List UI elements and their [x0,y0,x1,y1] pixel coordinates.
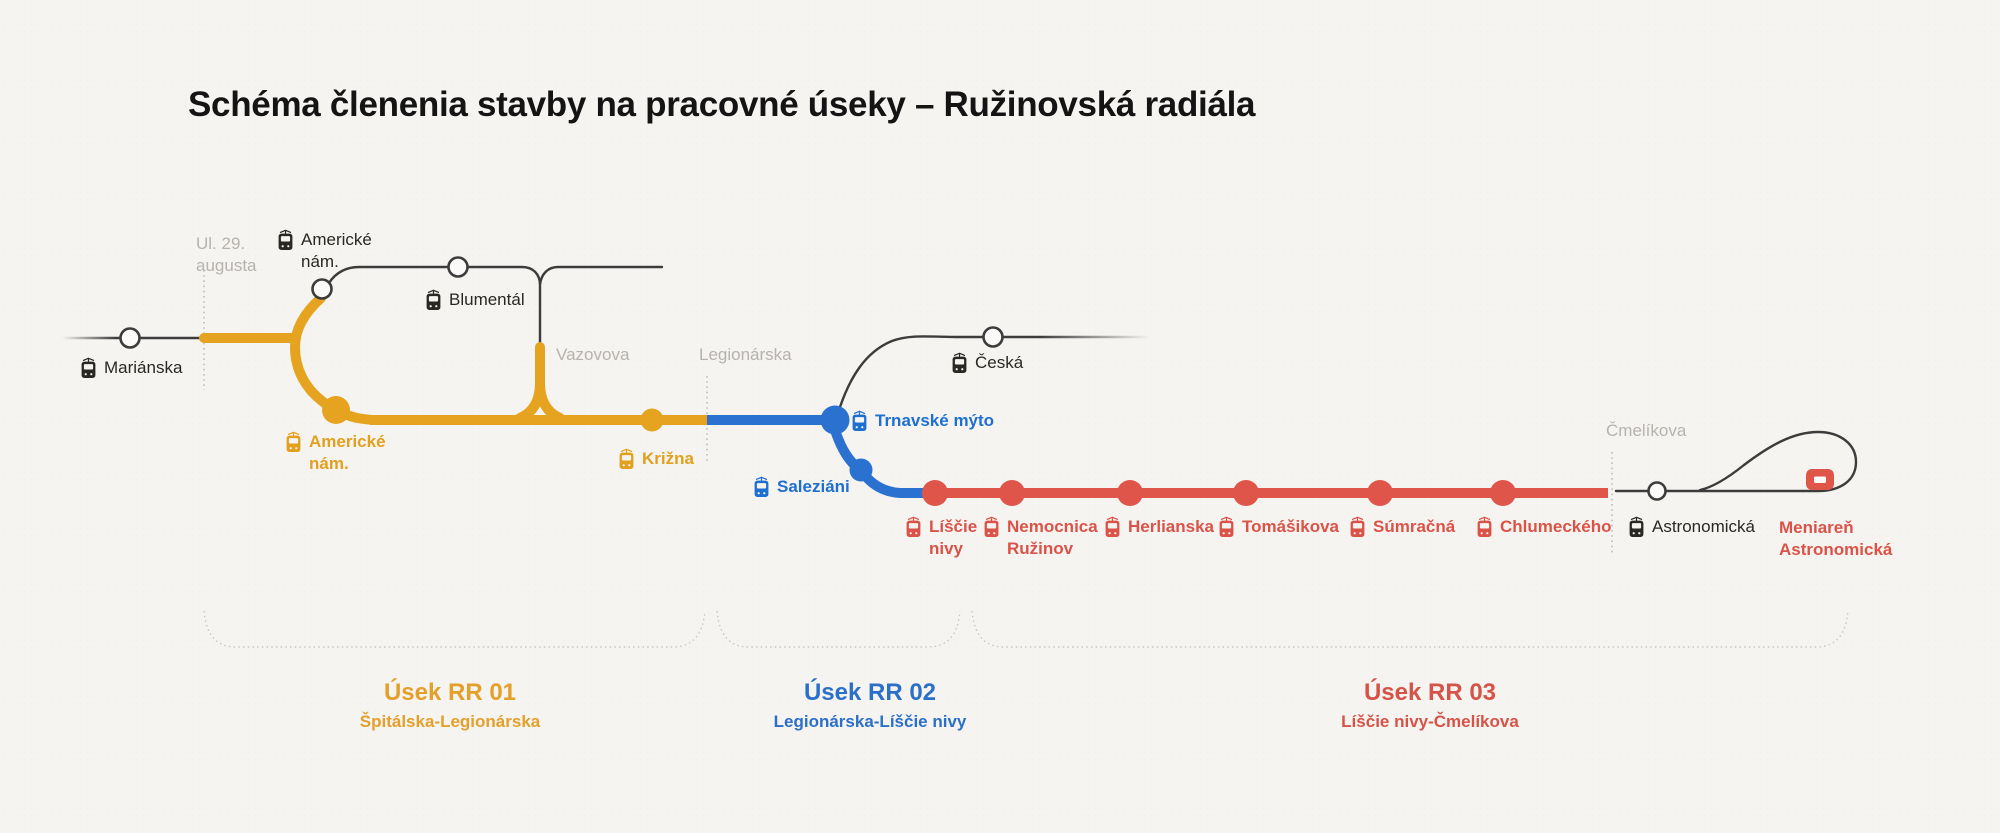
tram-icon [1628,516,1645,538]
station-label-marianska: Mariánska [80,357,182,379]
station-circle-marianska [119,327,141,349]
station-dot-herlianska [1117,480,1143,506]
station-dot-chlumeckeho [1490,480,1516,506]
section-subtitle-rr01: Špitálska-Legionárska [359,712,541,731]
station-circle-ceska [982,326,1004,348]
station-circle-blumental [447,256,469,278]
tram-icon [618,448,635,470]
station-dot-saleziani [849,458,873,482]
existing-line-ceska [838,335,1150,409]
station-label-meniaren-astronomicka: Meniareň Astronomická [1779,518,1893,559]
brace-rr02 [716,610,961,648]
station-dot-americke-nam [322,396,350,424]
tram-icon [425,289,442,311]
tram-icon [851,410,868,432]
station-label-americke-nam-upper: Americké nám. [277,229,372,273]
station-label-trnavske-myto: Trnavské mýto [851,410,994,432]
tram-icon [983,516,1000,538]
line-rr02-to-liscie-nivy [858,468,937,498]
tram-icon [80,357,97,379]
section-title-rr03: Úsek RR 03 [1363,679,1497,706]
station-label-nemocnica-ruzinov: Nemocnica Ružinov [983,516,1098,560]
section-subtitle-rr03: Líščie nivy-Čmelíkova [1341,712,1519,731]
brace-rr01 [203,610,706,648]
station-dot-trnavske-myto [820,405,850,435]
tram-icon [951,352,968,374]
existing-line-blumental-vazovova [327,265,664,345]
section-title-rr02: Úsek RR 02 [803,679,937,706]
station-dot-krizna [640,408,664,432]
section-label-rr01: Úsek RR 01 Špitálska-Legionárska [220,679,680,733]
station-circle-astronomicka [1647,481,1667,501]
street-label-ul-29-augusta: Ul. 29. augusta [196,234,257,275]
meniaren-marker-window [1814,476,1826,483]
station-dot-liscie-nivy [922,480,948,506]
station-circle-americke-nam-upper [311,278,333,300]
station-label-saleziani: Saleziáni [753,476,850,498]
station-label-blumental: Blumentál [425,289,525,311]
section-label-rr02: Úsek RR 02 Legionárska-Líščie nivy [640,679,1100,733]
station-label-astronomicka: Astronomická [1628,516,1755,538]
street-label-vazovova: Vazovova [556,345,630,364]
street-label-legionarska: Legionárska [699,345,792,364]
station-label-liscie-nivy: Líščie nivy [905,516,977,560]
line-rr01-curve-americke-nam [289,293,381,425]
page-title: Schéma členenia stavby na pracovné úseky… [188,85,1256,124]
tram-icon [1476,516,1493,538]
station-label-americke-nam: Americké nám. [285,431,386,475]
section-title-rr01: Úsek RR 01 [383,679,517,706]
tram-icon [285,431,302,453]
tram-icon [753,476,770,498]
station-label-ceska: Česká [951,352,1023,374]
tram-icon [1349,516,1366,538]
line-rr01-vazovova-stub [515,342,565,423]
street-label-cmelikova: Čmelíkova [1606,421,1687,440]
section-label-rr03: Úsek RR 03 Líščie nivy-Čmelíkova [1200,679,1660,733]
tram-icon [1104,516,1121,538]
station-dot-nemocnica-ruzinov [999,480,1025,506]
tram-icon [905,516,922,538]
station-label-chlumeckeho: Chlumeckého [1476,516,1611,538]
tram-icon [277,229,294,251]
station-label-tomasikova: Tomášikova [1218,516,1339,538]
station-dot-tomasikova [1233,480,1259,506]
tram-icon [1218,516,1235,538]
station-label-sumracna: Súmračná [1349,516,1455,538]
station-dot-sumracna [1367,480,1393,506]
station-label-krizna: Križna [618,448,694,470]
station-label-herlianska: Herlianska [1104,516,1214,538]
section-subtitle-rr02: Legionárska-Líščie nivy [773,712,967,731]
existing-line-astronomicka-loop [1614,430,1858,493]
brace-rr03 [971,610,1849,648]
